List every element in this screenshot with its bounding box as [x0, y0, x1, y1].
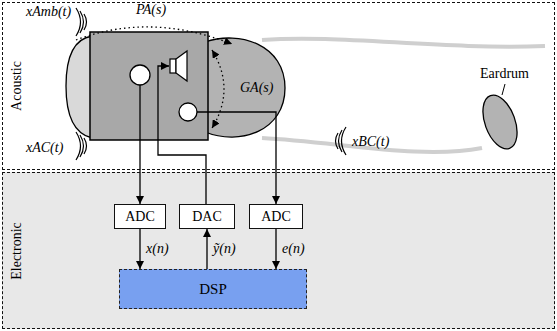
box-label: ADC — [261, 209, 291, 225]
signal-name: x(n) — [146, 241, 169, 256]
transfer-function: PA(s) — [136, 2, 166, 17]
adc-box: ADC — [249, 204, 303, 229]
electronic-band: ADC DAC ADC DSP Electronic — [2, 172, 555, 329]
eardrum-shape — [476, 91, 523, 154]
secondary-path-arc — [212, 50, 224, 128]
sound-waves — [76, 8, 346, 160]
signal-name: xAmb(t) — [26, 4, 71, 19]
transfer-function: GA(s) — [240, 80, 273, 95]
ear-tip — [205, 38, 285, 137]
signal-wire — [158, 66, 206, 204]
earpiece-cap — [66, 36, 92, 138]
primary-path-arc — [76, 27, 232, 44]
signal-wire — [139, 85, 140, 204]
part-name: Eardrum — [480, 66, 529, 81]
electronic-ground — [2, 172, 555, 329]
signal-arrow — [275, 229, 276, 269]
dac-box: DAC — [179, 204, 235, 229]
signal-name: xBC(t) — [352, 134, 389, 149]
speaker-symbol — [176, 51, 187, 81]
dsp-box: DSP — [119, 269, 307, 309]
signal-arrow — [206, 229, 207, 269]
band-label: Acoustic — [9, 61, 25, 111]
ear-canal-wall — [262, 39, 545, 47]
earpiece-housing — [90, 32, 208, 140]
signal-arrow — [139, 229, 140, 269]
box-label: DAC — [192, 209, 222, 225]
adc-box: ADC — [114, 204, 166, 229]
signal-name: xAC(t) — [26, 140, 63, 155]
acoustic-band: Acoustic — [2, 2, 555, 170]
band-label: Electronic — [9, 222, 25, 280]
outer-microphone — [130, 65, 150, 85]
signal-name: ỹ(n) — [213, 241, 236, 256]
inner-microphone — [179, 103, 197, 121]
box-label: ADC — [125, 209, 155, 225]
signal-name: e(n) — [282, 241, 305, 256]
signal-wire — [197, 112, 276, 204]
leader-line — [502, 84, 505, 95]
speaker-symbol — [170, 59, 176, 73]
box-label: DSP — [199, 281, 227, 298]
